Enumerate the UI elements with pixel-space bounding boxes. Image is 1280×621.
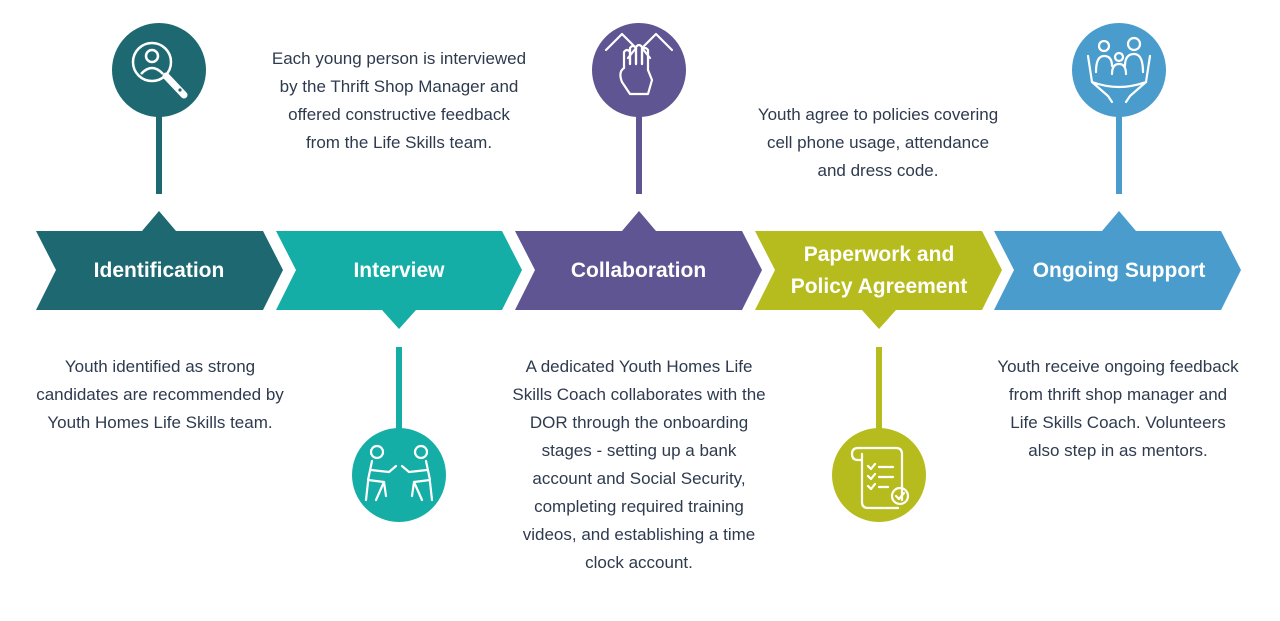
stage-label-ongoing: Ongoing Support <box>1032 258 1206 282</box>
arrow-paperwork <box>755 231 1002 329</box>
icon-circle-interview <box>352 428 446 522</box>
two-people-talking-icon <box>364 444 434 502</box>
arrow-ongoing <box>994 211 1241 310</box>
arrow-interview <box>276 231 522 329</box>
stage-label-collaboration: Collaboration <box>570 258 707 282</box>
stacked-hands-icon <box>604 32 674 96</box>
stage-label-paperwork: Paperwork and Policy Agreement <box>790 242 968 298</box>
caring-hands-family-icon <box>1086 36 1152 104</box>
description-collaboration: A dedicated Youth Homes Life Skills Coac… <box>512 357 766 572</box>
description-interview: Each young person is interviewed by the … <box>271 49 527 152</box>
stage-label-identification: Identification <box>93 258 225 282</box>
arrow-identification <box>36 211 283 310</box>
magnifying-glass-person-icon <box>131 41 188 99</box>
checklist-scroll-icon <box>850 446 910 510</box>
arrow-collaboration <box>515 211 762 310</box>
description-paperwork: Youth agree to policies covering cell ph… <box>757 105 999 180</box>
stage-label-interview: Interview <box>353 258 445 282</box>
icon-circle-collaboration <box>592 23 686 117</box>
description-identification: Youth identified as strong candidates ar… <box>36 357 284 432</box>
description-ongoing: Youth receive ongoing feedback from thri… <box>997 357 1239 460</box>
icon-circle-ongoing <box>1072 23 1166 117</box>
